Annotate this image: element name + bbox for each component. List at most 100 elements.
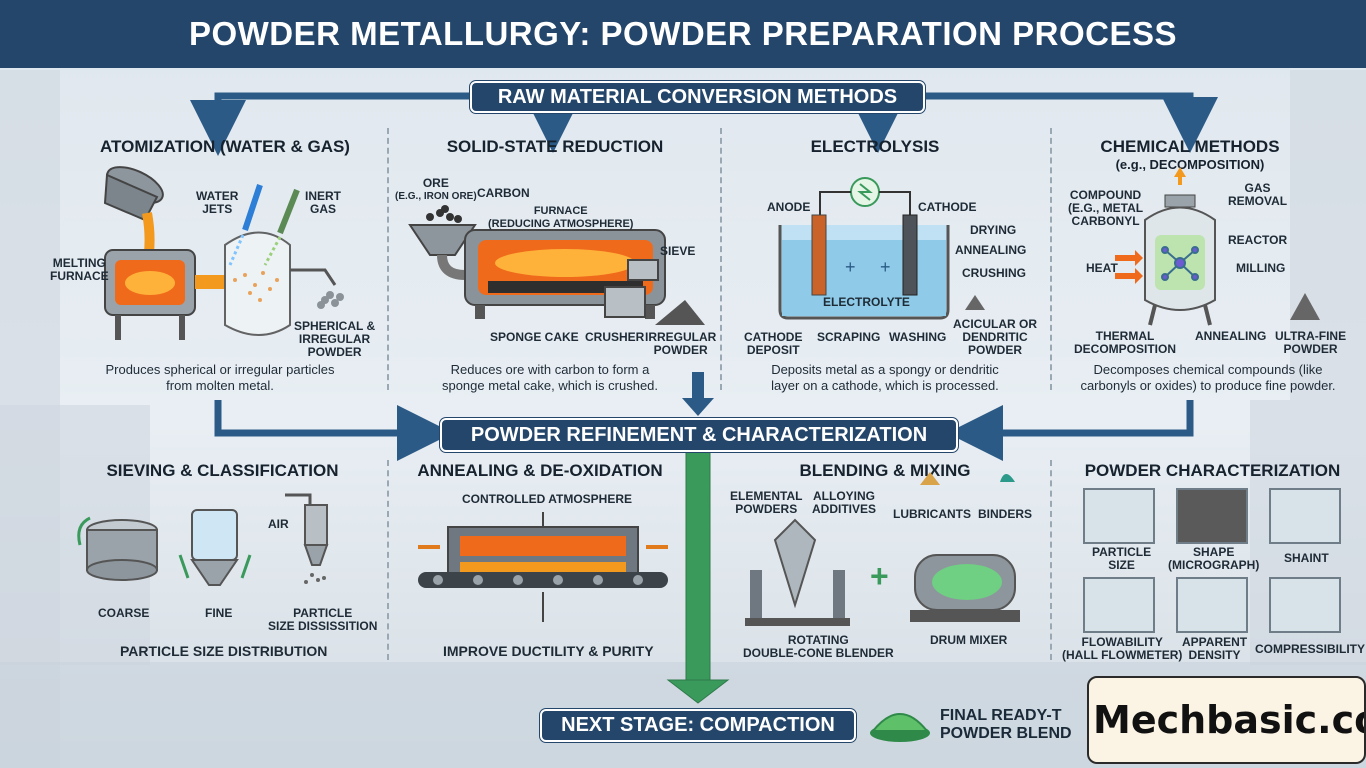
label-melting-furnace: MELTING FURNACE (50, 257, 109, 283)
label-coarse: COARSE (98, 606, 150, 620)
label-line: POWDER (1283, 342, 1338, 356)
label-line: ORE (422, 176, 449, 190)
label-line: DEPOSIT (746, 343, 800, 357)
solid-state-illustration (408, 205, 705, 325)
raw-methods-banner: RAW MATERIAL CONVERSION METHODS (470, 81, 925, 113)
label-line: ELEMENTAL (730, 489, 803, 503)
label-gas-removal: GAS REMOVAL (1228, 182, 1287, 208)
page-title: POWDER METALLURGY: POWDER PREPARATION PR… (188, 15, 1178, 52)
chemical-illustration (1115, 167, 1320, 326)
divider (387, 128, 389, 390)
svg-text:+: + (880, 257, 891, 277)
label-line: (e.g., IRON ORE) (395, 191, 477, 202)
label-electrolyte: ELECTROLYTE (823, 295, 910, 309)
label-line: IRREGULAR (645, 330, 717, 344)
label-milling: MILLING (1236, 261, 1286, 275)
sieving-summary: PARTICLE SIZE DISTRIBUTION (120, 643, 328, 659)
label-tile-shape: SHAPE (MICROGRAPH) (1168, 546, 1259, 572)
label-tile-shaint: SHAINT (1284, 551, 1329, 565)
label-line: PARTICLE (293, 606, 353, 620)
label-line: DENDRITIC (962, 330, 1028, 344)
label-particle-dissission: PARTICLE SIZE DISSISSITION (268, 607, 377, 633)
label-air: AIR (268, 517, 289, 531)
desc-line: Decomposes chemical compounds (like (1093, 362, 1323, 377)
desc-line: from molten metal. (166, 378, 274, 393)
label-line: MELTING (52, 256, 106, 270)
label-annealing-e: ANNEALING (955, 243, 1027, 257)
desc-line: sponge metal cake, which is crushed. (441, 378, 659, 393)
blending-illustration: + (745, 472, 1020, 626)
label-elemental: ELEMENTAL POWDERS (730, 490, 802, 516)
divider (720, 128, 722, 390)
label-line: THERMAL (1095, 329, 1155, 343)
solid-state-title: SOLID-STATE REDUCTION (446, 137, 664, 156)
label-cathode: CATHODE (918, 200, 977, 214)
label-line: POWDERS (735, 502, 798, 516)
chemical-subtitle: (e.g., DECOMPOSITION) (1115, 157, 1265, 172)
tile-shape-icon (1176, 488, 1248, 544)
label-ultra-fine: ULTRA-FINE POWDER (1275, 330, 1346, 356)
label-anode: ANODE (767, 200, 811, 214)
label-lubricants: LUBRICANTS (893, 507, 971, 521)
tile-flowability-icon (1083, 577, 1155, 633)
label-sponge-cake: SPONGE CAKE (490, 330, 579, 344)
label-line: (REDUCING ATMOSPHERE) (488, 218, 634, 230)
desc-line: Produces spherical or irregular particle… (105, 362, 335, 377)
electrolysis-illustration: + + (778, 177, 985, 320)
divider (387, 460, 389, 660)
label-binders: BINDERS (978, 507, 1033, 521)
label-line: POWDER BLEND (940, 725, 1072, 742)
label-line: SIZE DISSISSITION (268, 619, 378, 633)
label-acicular-powder: ACICULAR OR DENDRITIC POWDER (953, 318, 1037, 357)
label-washing: WASHING (889, 330, 947, 344)
electrolysis-description: Deposits metal as a spongy or dendritic … (730, 362, 1040, 394)
atomization-description: Produces spherical or irregular particle… (60, 362, 380, 394)
label-line: FURNACE (533, 205, 588, 217)
label-line: REMOVAL (1228, 194, 1288, 208)
bg-machine (1290, 70, 1366, 400)
label-rotating-blender: ROTATING DOUBLE-CONE BLENDER (743, 634, 894, 660)
label-tile-flowability: FLOWABILITY (HALL FLOWMETER) (1062, 636, 1182, 662)
solid-state-description: Reduces ore with carbon to form a sponge… (400, 362, 700, 394)
label-line: GAS (309, 202, 336, 216)
annealing-title: ANNEALING & DE-OXIDATION (417, 461, 663, 480)
label-line: IRREGULAR (298, 332, 371, 346)
divider (1050, 128, 1052, 390)
label-line: JETS (202, 202, 233, 216)
label-sieve: SIEVE (660, 244, 696, 258)
tile-compressibility-icon (1269, 577, 1341, 633)
label-line: WATER (196, 189, 239, 203)
raw-methods-text: RAW MATERIAL CONVERSION METHODS (497, 85, 898, 108)
desc-line: Reduces ore with carbon to form a (450, 362, 650, 377)
label-heat: HEAT (1086, 261, 1118, 275)
label-scraping: SCRAPING (817, 330, 881, 344)
refinement-banner: POWDER REFINEMENT & CHARACTERIZATION (440, 418, 958, 452)
chemical-title: CHEMICAL METHODS (e.g., DECOMPOSITION) (1090, 137, 1290, 172)
label-line: ROTATING (787, 633, 849, 647)
label-line: ULTRA-FINE (1275, 329, 1347, 343)
watermark-text: Mechbasic.com (1093, 698, 1364, 742)
label-tile-density: APPARENT DENSITY (1182, 636, 1247, 662)
label-line: DECOMPOSITION (1074, 342, 1177, 356)
label-line: (HALL FLOWMETER) (1062, 648, 1183, 662)
title-bar: POWDER METALLURGY: POWDER PREPARATION PR… (0, 0, 1366, 68)
chemical-description: Decomposes chemical compounds (like carb… (1058, 362, 1358, 394)
label-line: POWDER (653, 343, 708, 357)
label-line: DOUBLE-CONE BLENDER (743, 646, 894, 660)
label-furnace: FURNACE (REDUCING ATMOSPHERE) (488, 205, 633, 231)
label-cathode-deposit: CATHODE DEPOSIT (744, 331, 802, 357)
label-crushing: CRUSHING (962, 266, 1027, 280)
label-line: PARTICLE (1092, 545, 1152, 559)
label-alloying: ALLOYING ADDITIVES (812, 490, 876, 516)
label-annealing-c: ANNEALING (1195, 329, 1267, 343)
label-drying: DRYING (970, 223, 1017, 237)
label-line: ALLOYING (813, 489, 875, 503)
label-line: DENSITY (1188, 648, 1241, 662)
label-line: FURNACE (50, 269, 109, 283)
label-line: ADDITIVES (812, 502, 877, 516)
next-stage-text: NEXT STAGE: COMPACTION (561, 714, 835, 736)
characterization-title: POWDER CHARACTERIZATION (1084, 461, 1341, 480)
label-water-jets: WATER JETS (196, 190, 238, 216)
label-line: (MICROGRAPH) (1168, 558, 1260, 572)
